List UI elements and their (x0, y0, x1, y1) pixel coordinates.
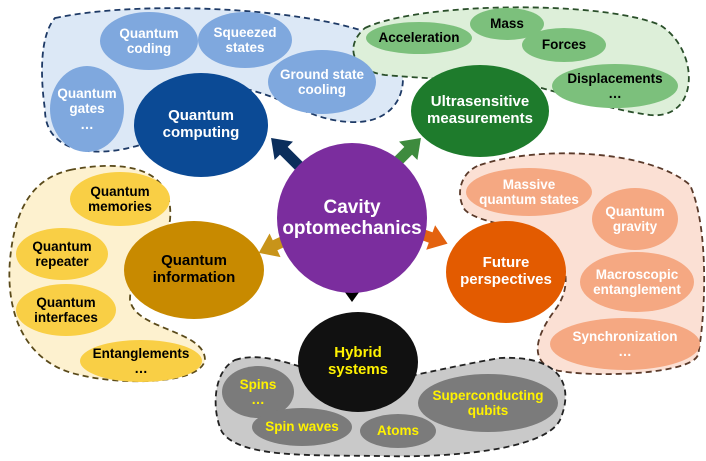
node-label-line: quantum states (479, 192, 579, 207)
node-label-line: … (618, 344, 632, 359)
node-label-line: … (80, 116, 94, 132)
satellite-atoms: Atoms (360, 414, 436, 448)
node-label-line: entanglement (593, 282, 681, 297)
node-label-line: Cavity (323, 196, 381, 218)
node-label-line: states (225, 40, 265, 55)
node-label-line: Massive (502, 176, 556, 192)
node-label-line: Entanglements (92, 345, 190, 361)
satellite-acceleration: Acceleration (366, 22, 472, 54)
node-label-line: Quantum (90, 183, 150, 199)
node-label-line: Spin waves (265, 419, 339, 435)
node-label-line: Superconducting (432, 387, 544, 403)
node-label-line: interfaces (34, 310, 98, 325)
node-label-line: … (608, 86, 622, 101)
node-label-line: Spins (239, 376, 277, 392)
node-label-line: Quantum (119, 25, 179, 41)
node-label-line: cooling (298, 82, 346, 97)
node-label-line: Mass (490, 16, 524, 32)
node-label-line: Future (482, 254, 530, 272)
node-label-line: Quantum (36, 294, 96, 310)
satellite-synchronization: Synchronization… (550, 318, 700, 370)
node-label-line: gravity (612, 219, 658, 234)
node-label-line: Quantum (32, 238, 92, 254)
node-label-line: … (134, 361, 148, 376)
node-label-line: Quantum (605, 203, 665, 219)
node-label-line: Hybrid (334, 344, 382, 362)
node-label-line: coding (126, 41, 172, 56)
node-label-line: Quantum (57, 86, 117, 102)
node-label-line: measurements (427, 110, 533, 127)
node-label-line: Forces (541, 37, 587, 53)
node-label-line: … (251, 392, 265, 407)
node-label-line: gates (69, 101, 105, 117)
node-label-line: Synchronization (572, 328, 678, 344)
node-label-line: systems (327, 361, 389, 378)
node-label-line: Acceleration (378, 30, 460, 46)
node-label-line: memories (88, 199, 152, 214)
node-label-line: computing (162, 124, 240, 141)
node-label-line: Displacements (567, 70, 663, 86)
node-label-line: optomechanics (282, 218, 422, 239)
node-label-line: Ground state (279, 66, 364, 82)
node-label-line: Atoms (376, 423, 419, 439)
satellite-forces: Forces (522, 28, 606, 62)
node-label-line: information (152, 269, 236, 286)
satellite-displacements: Displacements… (552, 64, 678, 108)
node-label-line: qubits (467, 403, 509, 418)
node-label-line: Squeezed (213, 24, 277, 40)
node-label-line: Ultrasensitive (430, 93, 530, 111)
satellite-spin-waves: Spin waves (252, 408, 352, 446)
node-label-line: Quantum (168, 107, 234, 125)
node-label-line: repeater (35, 254, 89, 269)
satellite-entanglements: Entanglements… (80, 340, 202, 382)
node-label-line: Quantum (161, 252, 227, 270)
node-label-line: perspectives (460, 271, 552, 288)
node-label-line: Macroscopic (595, 266, 679, 282)
